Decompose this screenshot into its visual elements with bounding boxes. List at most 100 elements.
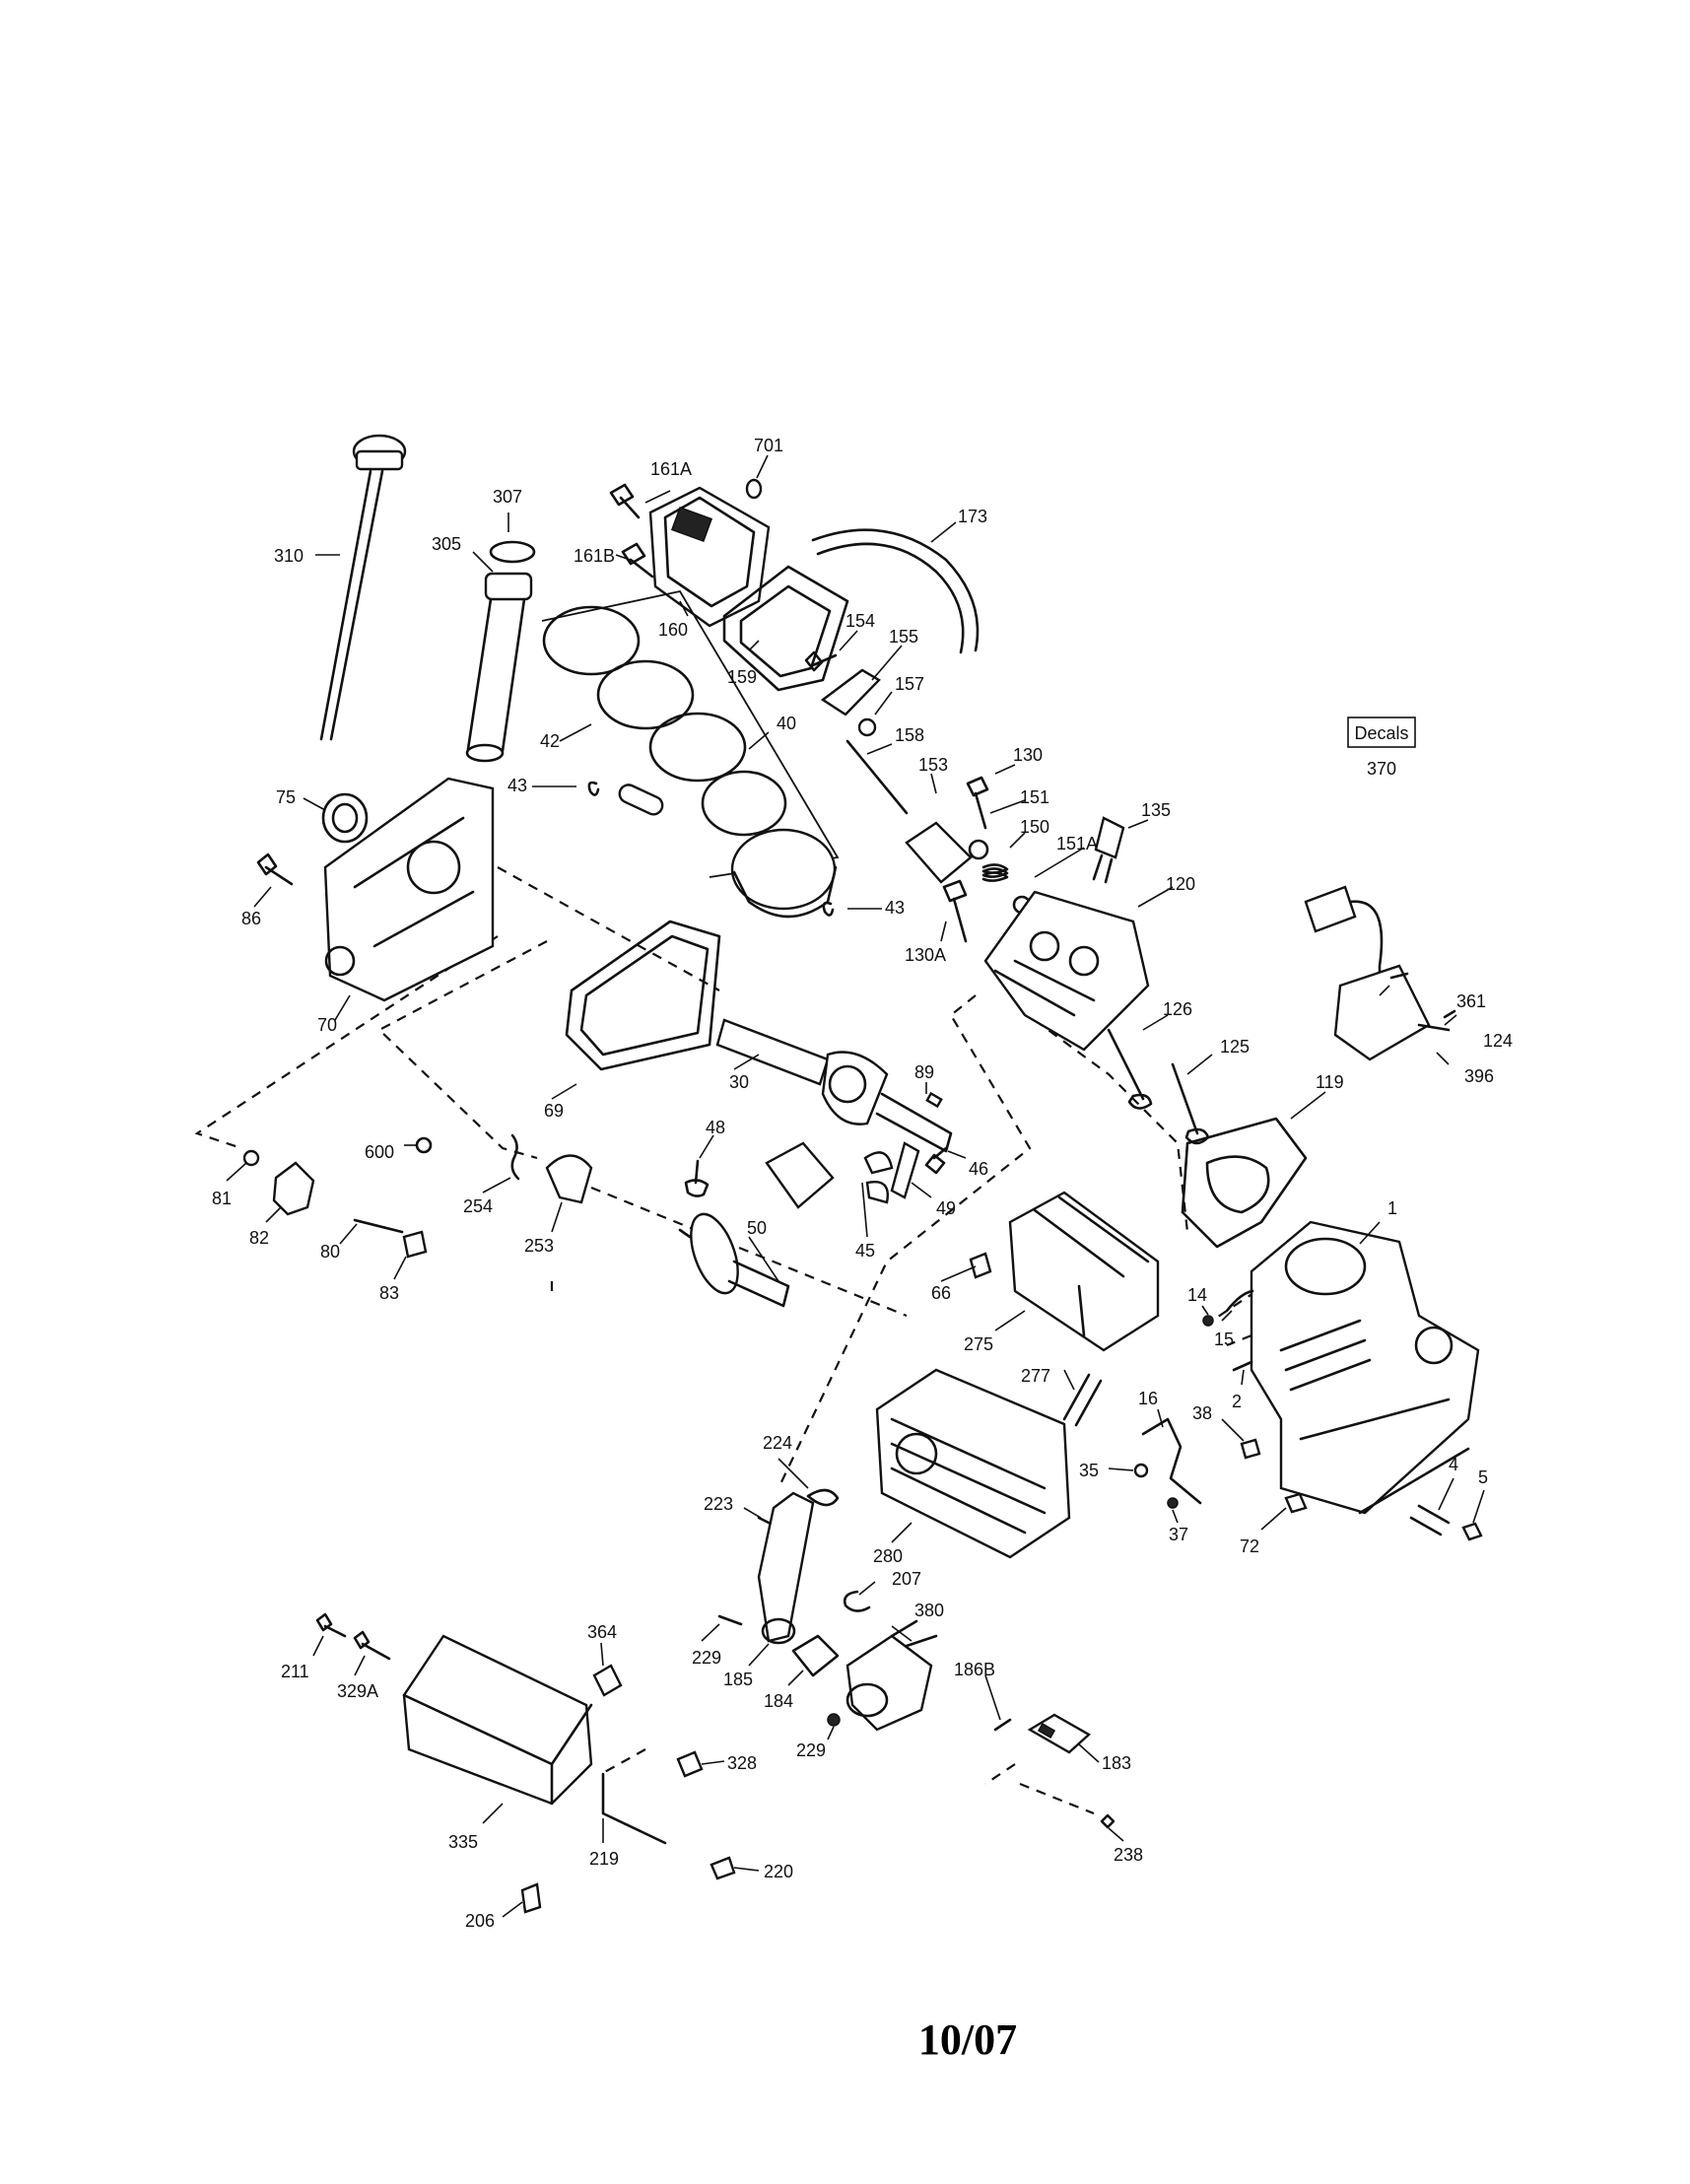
callout-219: 219 — [589, 1849, 619, 1869]
fill-tube-part — [465, 572, 533, 763]
callout-16: 16 — [1138, 1389, 1158, 1408]
stud-2 — [1232, 1360, 1253, 1372]
bolt-48 — [684, 1159, 710, 1197]
callout-207: 207 — [892, 1569, 921, 1589]
muffler-shield-part — [1008, 1191, 1160, 1352]
linkage-16 — [1141, 1417, 1202, 1505]
guide-plate-part — [905, 821, 973, 884]
callout-82: 82 — [249, 1228, 269, 1248]
callout-238: 238 — [1114, 1845, 1143, 1865]
bolt-130 — [966, 776, 989, 830]
head-gasket-part — [1181, 1117, 1308, 1249]
bracket-364 — [592, 1664, 623, 1697]
part-14 — [1202, 1315, 1214, 1327]
callout-396: 396 — [1464, 1066, 1494, 1086]
shaft-80 — [353, 1218, 404, 1234]
part-328 — [676, 1750, 704, 1778]
valve-126 — [1107, 1028, 1153, 1110]
callout-161b: 161B — [574, 546, 615, 566]
callout-184: 184 — [764, 1691, 793, 1711]
bearing-45b — [863, 1151, 894, 1204]
callout-2: 2 — [1232, 1392, 1242, 1411]
callout-220: 220 — [764, 1862, 793, 1881]
callout-185: 185 — [723, 1670, 753, 1689]
nut-37 — [1167, 1497, 1179, 1509]
callout-35: 35 — [1079, 1461, 1099, 1480]
spark-plug-part — [1092, 816, 1125, 884]
part-66 — [969, 1252, 992, 1279]
camshaft-part — [678, 1212, 790, 1308]
callout-254: 254 — [463, 1196, 493, 1216]
bolt-329a — [353, 1630, 391, 1661]
pushrod-part — [845, 739, 909, 815]
nut-157 — [857, 717, 877, 737]
callout-30: 30 — [729, 1072, 749, 1092]
crankcase-cover-part — [323, 777, 495, 1002]
lever-49 — [890, 1141, 920, 1199]
clip-207 — [843, 1590, 871, 1612]
bolt-211 — [315, 1612, 347, 1638]
callout-275: 275 — [964, 1334, 993, 1354]
callout-701: 701 — [754, 436, 783, 455]
bolt-46 — [924, 1146, 948, 1175]
ignition-module-part — [1304, 885, 1456, 1061]
part-38 — [1240, 1438, 1261, 1460]
spring-254 — [510, 1133, 520, 1181]
crankcase-gasket-part — [565, 920, 721, 1071]
wrist-pin-part — [618, 784, 664, 816]
decals-box — [1347, 717, 1416, 748]
bolt-130a — [942, 879, 968, 943]
callout-48: 48 — [706, 1118, 725, 1137]
callout-161a: 161A — [650, 459, 692, 479]
callout-130a: 130A — [905, 945, 946, 965]
callout-280: 280 — [873, 1546, 903, 1566]
callout-157: 157 — [895, 674, 924, 694]
callout-80: 80 — [320, 1242, 340, 1262]
clip-43-right — [822, 901, 835, 917]
callout-42: 42 — [540, 731, 560, 751]
callout-223: 223 — [704, 1494, 733, 1514]
callout-186b: 186B — [954, 1660, 995, 1679]
callout-158: 158 — [895, 725, 924, 745]
callout-329a: 329A — [337, 1681, 378, 1701]
dowel-4 — [1409, 1504, 1451, 1536]
breather-hose-part — [811, 528, 980, 654]
callout-328: 328 — [727, 1753, 757, 1773]
leader-lines — [226, 454, 1485, 1918]
bolt-161b — [621, 542, 654, 579]
plug-72 — [1284, 1492, 1308, 1514]
engine-block-part — [1250, 1220, 1480, 1515]
callout-66: 66 — [931, 1283, 951, 1303]
plug-701 — [745, 478, 763, 500]
intake-manifold-part — [757, 1491, 815, 1645]
callout-160: 160 — [658, 620, 688, 640]
callout-119: 119 — [1316, 1072, 1344, 1092]
callout-307: 307 — [493, 487, 522, 507]
callout-5: 5 — [1478, 1467, 1488, 1487]
callout-224: 224 — [763, 1433, 792, 1453]
callout-40: 40 — [777, 714, 796, 733]
decals-callout: Decals 370 — [1347, 717, 1416, 779]
callout-83: 83 — [379, 1283, 399, 1303]
part-83 — [402, 1230, 428, 1259]
callout-155: 155 — [889, 627, 918, 647]
callout-37: 37 — [1169, 1525, 1188, 1544]
callout-154: 154 — [845, 611, 875, 631]
valve-125 — [1171, 1062, 1210, 1145]
callout-125: 125 — [1220, 1037, 1250, 1057]
dipstick-part — [319, 434, 407, 741]
callout-4: 4 — [1449, 1455, 1458, 1474]
shroud-335 — [402, 1634, 593, 1806]
callout-153: 153 — [918, 755, 948, 775]
callout-124: 124 — [1483, 1031, 1513, 1051]
rocker-arm-part — [820, 668, 881, 717]
stud-277 — [1062, 1373, 1103, 1427]
crankshaft-part — [715, 1018, 953, 1153]
callout-364: 364 — [587, 1622, 617, 1642]
callout-135: 135 — [1141, 800, 1171, 820]
screw-229-lower — [827, 1713, 841, 1727]
callout-46: 46 — [969, 1159, 988, 1179]
callout-43-right: 43 — [885, 898, 905, 918]
callout-14: 14 — [1187, 1285, 1207, 1305]
